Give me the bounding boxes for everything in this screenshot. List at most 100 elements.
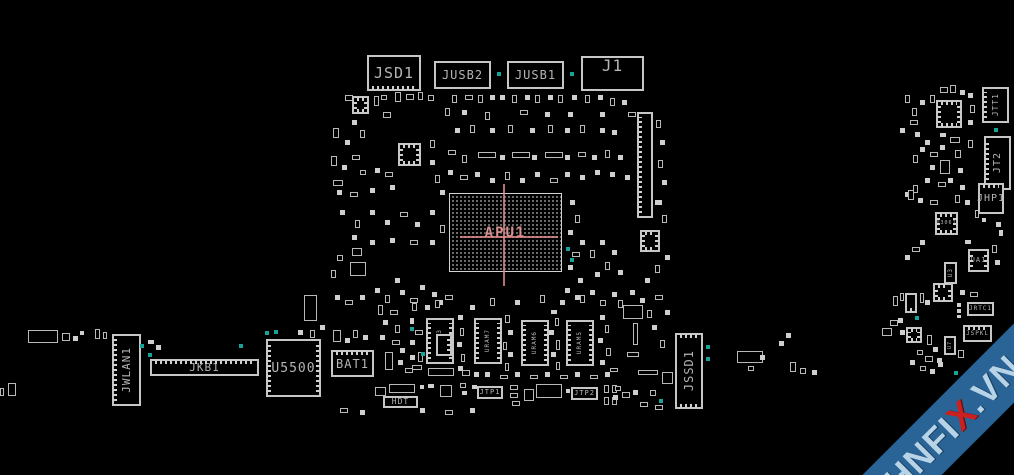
pin-row-right (544, 325, 548, 361)
connector-label-jsd1: JSD1 (373, 63, 415, 82)
component-outline (960, 290, 965, 295)
component-outline (660, 340, 665, 348)
component-outline (345, 300, 353, 305)
component-outline (478, 95, 483, 103)
component-outline (638, 370, 658, 375)
component-outline (405, 368, 413, 373)
component-outline (352, 120, 357, 125)
component-outline (490, 95, 495, 100)
component-outline (395, 325, 400, 333)
component-outline (383, 112, 391, 118)
component-outline (462, 370, 470, 376)
connector-label-jt2: JT2 (991, 152, 1003, 174)
component-outline (385, 295, 390, 303)
component-outline (960, 185, 965, 190)
component-outline (957, 315, 961, 318)
component-outline (435, 175, 440, 183)
component-outline (968, 120, 973, 125)
component-outline (970, 105, 975, 113)
component-outline (345, 338, 350, 343)
component-outline (900, 330, 905, 335)
component-outline (600, 315, 605, 320)
pin-row-bottom (357, 109, 364, 113)
connector-label-bat1: BAT1 (336, 356, 369, 371)
component-outline (950, 137, 960, 143)
component-outline (440, 190, 445, 195)
component-outline (575, 372, 580, 377)
connector-label-jwlan1: JWLAN1 (120, 347, 133, 393)
pin-row-bottom (938, 297, 948, 301)
component-outline (570, 200, 575, 205)
component-outline (530, 375, 538, 379)
component-outline (551, 310, 557, 314)
pin-row-top (336, 351, 369, 355)
component-outline (490, 298, 495, 306)
component-qfn-c (640, 230, 660, 252)
connector-label-u3061: U3061 (936, 220, 957, 226)
component-outline (618, 300, 623, 308)
component-outline (310, 330, 315, 338)
component-outline (640, 298, 645, 303)
component-outline (420, 408, 425, 413)
component-outline (910, 360, 915, 365)
component-outline (565, 155, 570, 160)
component-outline (655, 295, 663, 300)
component-outline (418, 92, 423, 100)
component-outline (400, 348, 405, 353)
component-outline (475, 172, 480, 177)
pin-row-right (655, 235, 659, 247)
pin-row-left (567, 325, 571, 361)
component-outline (460, 383, 466, 388)
component-outline (298, 330, 303, 335)
connector-label-jspkl: JSPKL (965, 329, 990, 337)
pin-row-right (917, 332, 921, 338)
component-outline (500, 155, 505, 160)
component-outline (662, 215, 667, 223)
component-conn-small (436, 334, 452, 356)
connector-jwlan1: JWLAN1 (112, 334, 141, 406)
connector-j1: J1 (581, 56, 644, 91)
component-outline (398, 360, 403, 365)
component-outline (647, 310, 652, 318)
component-outline (933, 347, 938, 352)
component-outline (930, 200, 938, 205)
component-outline (585, 95, 590, 103)
component-outline (650, 390, 656, 396)
component-outline (0, 388, 4, 396)
component-qfn-f (906, 327, 922, 343)
component-outline (415, 222, 420, 227)
component-outline (655, 265, 660, 273)
component-outline (536, 384, 562, 398)
component-outline (410, 298, 418, 303)
component-outline (568, 265, 573, 270)
component-outline (485, 372, 490, 377)
component-outline (612, 250, 617, 255)
component-outline (500, 375, 508, 379)
test-point (148, 353, 152, 357)
component-outline (920, 293, 924, 303)
test-point (994, 128, 998, 132)
component-outline (556, 340, 560, 350)
component-outline (540, 295, 545, 303)
component-outline (600, 240, 605, 245)
component-outline (580, 175, 585, 180)
pin-row-top (938, 284, 948, 288)
component-outline (472, 385, 477, 389)
pin-row-right (316, 344, 320, 392)
component-outline (455, 128, 460, 133)
component-outline (918, 198, 923, 203)
component-outline (350, 192, 358, 197)
component-outline (445, 295, 453, 300)
component-outline (508, 352, 513, 357)
component-outline (920, 366, 926, 371)
component-outline (975, 210, 979, 218)
component-outline (551, 352, 556, 357)
connector-label-jssd1: JSSD1 (682, 350, 696, 392)
test-point (497, 72, 501, 76)
test-point (274, 330, 278, 334)
component-outline (148, 340, 154, 344)
component-edp-connector (637, 112, 653, 218)
component-outline (633, 390, 638, 395)
component-outline (525, 95, 530, 100)
component-outline (938, 362, 943, 367)
